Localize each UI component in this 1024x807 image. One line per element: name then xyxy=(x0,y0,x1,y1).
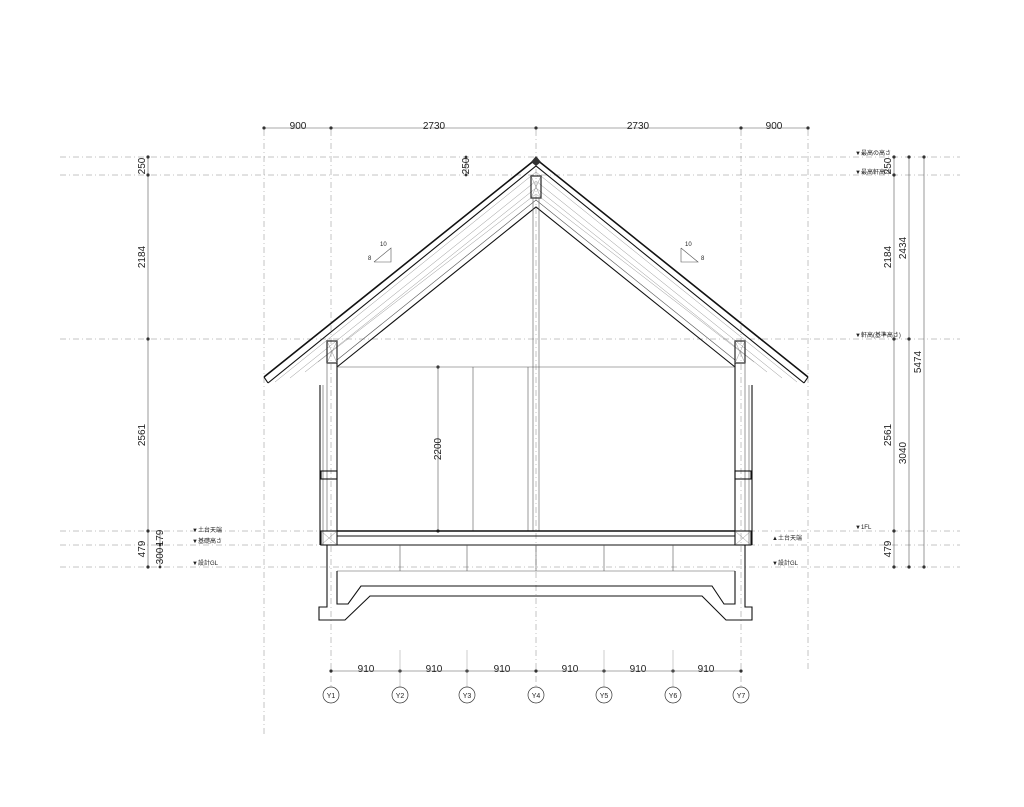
right-level-sill-top: ▲土台天端 xyxy=(772,534,802,542)
left-dim-300: 300 xyxy=(155,547,166,564)
level-lines xyxy=(60,156,960,568)
top-dim-3: 2730 xyxy=(627,121,650,132)
right-wall xyxy=(734,340,753,546)
top-dim-1: 900 xyxy=(290,121,307,132)
foundation xyxy=(318,545,753,621)
slope-marker-right: 10 8 xyxy=(680,242,705,263)
right-dimension-chains: 250 2184 2561 479 2434 3040 5474 xyxy=(883,155,926,569)
grid-bubble-y4: Y4 xyxy=(527,686,545,704)
grid-label-y3: Y3 xyxy=(463,693,472,700)
roof xyxy=(263,156,809,384)
left-dim-179: 179 xyxy=(155,529,166,546)
right-dim-5474: 5474 xyxy=(913,350,924,373)
left-level-design-gl: ▼設計GL xyxy=(192,559,219,567)
left-level-sill-top: ▼土台天端 xyxy=(192,526,222,534)
grid-bubble-y3: Y3 xyxy=(458,686,476,704)
left-dimension-chain: 250 2184 2561 479 300 179 xyxy=(137,155,166,569)
left-level-labels: ▼土台天端 ▼基礎高さ ▼設計GL xyxy=(192,526,222,567)
slope-right-rise: 8 xyxy=(701,256,705,262)
grid-bubble-y7: Y7 xyxy=(732,686,750,704)
top-dim-2: 2730 xyxy=(423,121,446,132)
right-level-labels: ▼最高の高さ ▼最高軒高さ ▼軒高(基準高さ) ▼1FL ▲土台天端 ▼設計GL xyxy=(772,149,901,567)
slope-left-run: 10 xyxy=(380,242,387,248)
top-dim-4: 900 xyxy=(766,121,783,132)
left-dim-250: 250 xyxy=(137,157,148,174)
right-level-max-height: ▼最高の高さ xyxy=(855,149,891,157)
right-dim-2434: 2434 xyxy=(898,236,909,259)
bottom-dim-2: 910 xyxy=(426,664,443,675)
grid-bubble-y6: Y6 xyxy=(664,686,682,704)
right-level-max-eave-height: ▼最高軒高さ xyxy=(855,168,891,176)
grid-label-y5: Y5 xyxy=(600,693,609,700)
bottom-dim-5: 910 xyxy=(630,664,647,675)
slope-right-run: 10 xyxy=(685,242,692,248)
grid-label-y2: Y2 xyxy=(396,693,405,700)
right-dim-2184: 2184 xyxy=(883,245,894,268)
grid-lines xyxy=(263,130,809,735)
ridge-dim-250: 250 xyxy=(461,157,472,174)
grid-label-y4: Y4 xyxy=(532,693,541,700)
bottom-dim-4: 910 xyxy=(562,664,579,675)
floor xyxy=(337,530,735,572)
right-level-1fl: ▼1FL xyxy=(855,525,872,531)
right-dim-479: 479 xyxy=(883,540,894,557)
ridge-post xyxy=(530,175,542,531)
ceiling-dim-2200: 2200 xyxy=(433,437,444,460)
bottom-dim-3: 910 xyxy=(494,664,511,675)
bottom-dim-1: 910 xyxy=(358,664,375,675)
ceiling-and-partitions xyxy=(337,366,735,531)
right-dim-3040: 3040 xyxy=(898,441,909,464)
grid-bubble-y2: Y2 xyxy=(391,686,409,704)
top-dimension-line: 900 2730 2730 900 xyxy=(262,121,810,132)
grid-bubble-y1: Y1 xyxy=(322,686,340,704)
slope-left-rise: 8 xyxy=(368,256,372,262)
left-dim-479: 479 xyxy=(137,540,148,557)
left-level-foundation-height: ▼基礎高さ xyxy=(192,537,222,545)
left-dim-2561: 2561 xyxy=(137,423,148,446)
right-level-design-gl: ▼設計GL xyxy=(772,559,799,567)
right-dim-250: 250 xyxy=(883,157,894,174)
slope-marker-left: 10 8 xyxy=(368,242,392,263)
left-dim-2184: 2184 xyxy=(137,245,148,268)
grid-bubble-y5: Y5 xyxy=(595,686,613,704)
bottom-dimension-line: 910 910 910 910 910 910 xyxy=(329,650,743,690)
left-wall xyxy=(319,340,338,546)
grid-label-y6: Y6 xyxy=(669,693,678,700)
grid-label-y7: Y7 xyxy=(737,693,746,700)
bottom-dim-6: 910 xyxy=(698,664,715,675)
center-dimensions: 250 2200 xyxy=(433,155,472,533)
right-level-eave-height: ▼軒高(基準高さ) xyxy=(855,331,901,339)
right-dim-2561: 2561 xyxy=(883,423,894,446)
grid-label-y1: Y1 xyxy=(327,693,336,700)
grid-bubbles: Y1 Y2 Y3 Y4 Y5 Y6 Y7 xyxy=(322,686,750,704)
